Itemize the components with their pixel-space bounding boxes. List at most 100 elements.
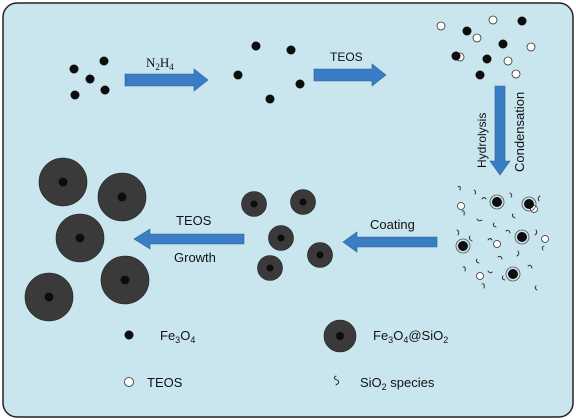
fe3o4-particle — [458, 241, 468, 251]
arrow-down-icon — [489, 85, 511, 176]
step-coating: Coating — [342, 217, 438, 253]
partially-coated-particle — [521, 196, 537, 212]
partially-coated-particle — [505, 266, 521, 282]
fe3o4-particle — [295, 79, 305, 89]
fe3o4-particle — [69, 64, 79, 74]
grown-particle — [38, 157, 88, 207]
teos-molecule — [503, 56, 513, 66]
teos-molecule — [488, 15, 498, 25]
fe3o4-particle — [462, 26, 472, 36]
sio2-species — [516, 250, 520, 257]
partially-coated-particle — [514, 229, 530, 245]
fe3o4-particle — [265, 94, 275, 104]
sio2-species — [527, 264, 533, 269]
teos-molecule — [472, 33, 482, 43]
sio2-species — [468, 235, 473, 242]
stage-grown-particles — [24, 157, 150, 322]
teos-molecule — [436, 21, 446, 31]
coated-particle — [241, 191, 267, 217]
step-teos-growth: TEOS Growth — [133, 213, 245, 265]
sio2-species — [492, 222, 497, 228]
fe3o4-particle — [100, 85, 110, 95]
growth-label: Growth — [174, 250, 216, 265]
fe3o4-particle — [517, 16, 527, 26]
sio2-species — [462, 266, 466, 272]
arrow-left-icon — [133, 228, 245, 250]
sio2-species — [534, 285, 538, 291]
stage-coated-particles — [241, 189, 333, 281]
legend: Fe3O4 Fe3O4@SiO2 TEOS SiO2 species — [124, 319, 448, 392]
coated-particle — [290, 189, 316, 215]
legend-teos-label: TEOS — [147, 375, 183, 390]
sio2-species — [511, 213, 516, 219]
sio2-species — [505, 229, 511, 234]
stage-dispersed-particles — [233, 41, 305, 104]
legend-item-coated: Fe3O4@SiO2 — [323, 319, 448, 353]
grown-particle — [55, 213, 105, 263]
sio2-species — [481, 197, 487, 200]
teos-molecule — [493, 240, 501, 248]
fe3o4-particle — [286, 45, 296, 55]
sio2-species — [487, 270, 493, 274]
sio2-species-symbol — [333, 375, 340, 386]
teos-molecule — [457, 202, 465, 210]
coated-particle — [307, 242, 333, 268]
sio2-species — [475, 258, 480, 264]
step-teos-label: TEOS — [330, 50, 363, 64]
teos-molecule — [526, 42, 536, 52]
fe3o4-particle — [233, 70, 243, 80]
fe3o4-particle — [524, 199, 534, 209]
legend-silica-label: SiO2 species — [360, 375, 435, 392]
coating-label: Coating — [370, 217, 415, 232]
grown-particle — [100, 255, 150, 305]
stage-initial-particles — [69, 56, 110, 100]
sio2-species — [456, 229, 460, 236]
sio2-species — [461, 210, 465, 216]
legend-core-label: Fe3O4 — [160, 328, 195, 345]
sio2-species — [541, 245, 545, 251]
fe3o4-particle — [492, 197, 502, 207]
fe3o4-particle — [251, 41, 261, 51]
sio2-species — [481, 283, 485, 289]
arrow-right-icon — [124, 68, 209, 92]
legend-coated-label: Fe3O4@SiO2 — [373, 328, 448, 345]
arrow-right-icon — [313, 63, 387, 87]
grown-particle — [24, 272, 74, 322]
teos-symbol — [124, 377, 134, 387]
growth-teos-label: TEOS — [176, 213, 212, 228]
sio2-species — [457, 185, 461, 191]
arrow-left-icon — [342, 231, 438, 253]
step-teos: TEOS — [313, 50, 387, 87]
stage-hydrolyzed-mixture — [455, 185, 549, 291]
step-n2h4: N2H4 — [124, 55, 209, 92]
sio2-species — [497, 255, 503, 260]
sio2-species — [509, 192, 513, 198]
condensation-label: Condensation — [512, 92, 527, 172]
sio2-species — [534, 229, 538, 236]
sio2-species-cluster — [456, 185, 545, 291]
sio2-species — [473, 189, 477, 195]
hydrolysis-label: Hydrolysis — [475, 113, 489, 168]
step-hydrolysis-condensation: Hydrolysis Condensation — [475, 85, 527, 176]
fe3o4-particle — [508, 269, 518, 279]
grown-particle — [97, 172, 147, 222]
partially-coated-particle — [489, 194, 505, 210]
teos-molecule — [541, 235, 549, 243]
legend-item-silica: SiO2 species — [333, 375, 435, 392]
step-n2h4-label: N2H4 — [146, 55, 174, 72]
legend-item-core: Fe3O4 — [124, 328, 195, 345]
coated-particle — [257, 255, 283, 281]
sio2-species — [537, 195, 541, 202]
partially-coated-particle — [455, 238, 471, 254]
fe3o4-particle — [70, 90, 80, 100]
fe3o4-particle — [85, 74, 95, 84]
sio2-species — [487, 238, 493, 241]
coated-particle — [268, 225, 294, 251]
fe3o4-symbol — [124, 330, 134, 340]
fe3o4-particle — [475, 70, 485, 80]
fe3o4-particle — [99, 56, 109, 66]
sio2-species — [501, 275, 506, 281]
fe3o4-particle — [482, 54, 492, 64]
